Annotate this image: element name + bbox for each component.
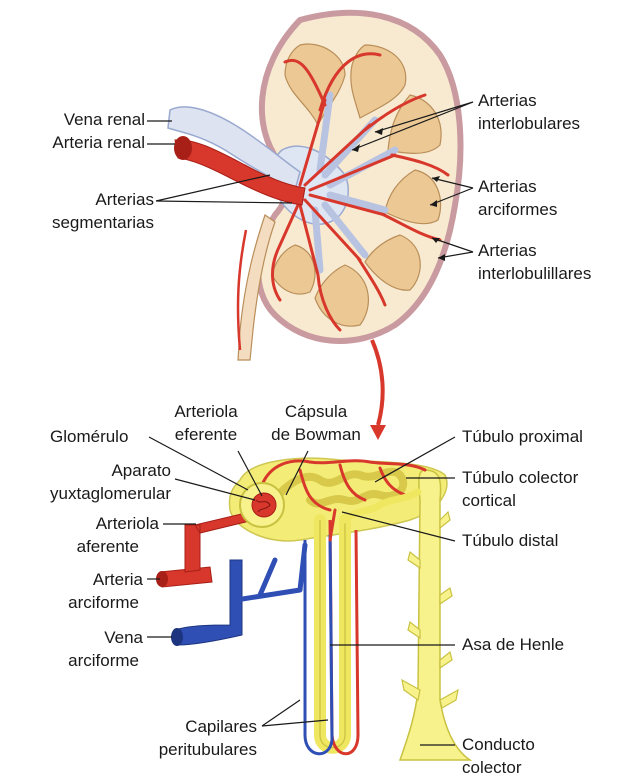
arcuate-vein-opening — [171, 628, 183, 646]
label-asa-henle: Asa de Henle — [462, 635, 564, 655]
label-glomerulo: Glomérulo — [50, 427, 128, 447]
label-capilares-1: Capilares — [185, 717, 257, 737]
renal-artery-opening — [174, 136, 192, 160]
label-arteria-arciforme-1: Arteria — [93, 570, 143, 590]
label-aparato-2: yuxtaglomerular — [50, 484, 171, 504]
label-tubulo-colector-1: Túbulo colector — [462, 468, 578, 488]
label-arteriola-eferente-2: eferente — [168, 425, 244, 445]
kidney-section — [168, 13, 460, 360]
label-arterias-interlobulillares-2: interlobulillares — [478, 264, 591, 284]
glomerulus — [252, 493, 276, 517]
label-conducto-2: colector — [462, 758, 522, 778]
label-tubulo-distal: Túbulo distal — [462, 531, 558, 551]
label-arterias-arciformes-2: arciformes — [478, 200, 557, 220]
label-arterias-interlobulillares-1: Arterias — [478, 241, 537, 261]
label-aparato-1: Aparato — [111, 461, 171, 481]
label-vena-arciforme-2: arciforme — [68, 651, 139, 671]
label-arteria-arciforme-2: arciforme — [68, 593, 139, 613]
label-capsula-bowman-2: de Bowman — [268, 425, 364, 445]
label-arterias-interlobulares-1: Arterias — [478, 91, 537, 111]
label-arteriola-eferente-1: Arteriola — [168, 402, 244, 422]
label-arterias-arciformes-1: Arterias — [478, 177, 537, 197]
label-arterias-interlobulares-2: interlobulares — [478, 114, 580, 134]
label-arteriola-aferente-1: Arteriola — [96, 514, 159, 534]
venous-branches — [236, 545, 305, 600]
label-arterias-segmentarias-1: Arterias — [95, 190, 154, 210]
nephron — [156, 458, 470, 760]
label-tubulo-colector-2: cortical — [462, 491, 516, 511]
label-arterias-segmentarias-2: segmentarias — [52, 213, 154, 233]
label-tubulo-proximal: Túbulo proximal — [462, 427, 583, 447]
zoom-arrow — [370, 340, 386, 440]
label-vena-arciforme-1: Vena — [104, 628, 143, 648]
label-arteria-renal: Arteria renal — [52, 133, 145, 153]
label-arteriola-aferente-2: aferente — [77, 537, 139, 557]
label-capilares-2: peritubulares — [159, 740, 257, 760]
label-capsula-bowman-1: Cápsula — [268, 402, 364, 422]
label-conducto-1: Conducto — [462, 735, 535, 755]
label-vena-renal: Vena renal — [64, 110, 145, 130]
